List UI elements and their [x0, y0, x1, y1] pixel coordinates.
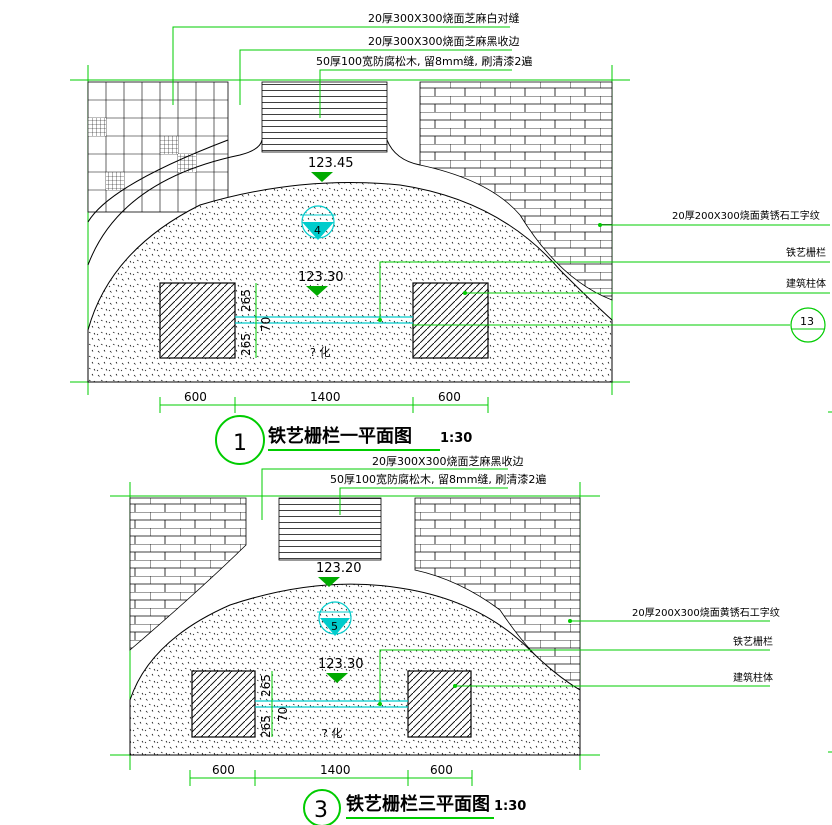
plan1-detail-mark-number: 13	[800, 315, 814, 328]
plan3-leader-dot	[568, 619, 572, 623]
plan1-column-left	[159, 282, 236, 359]
plan1-label-brick: 20厚200X300烧面黄锈石工字纹	[672, 209, 820, 222]
plan3-vdim-bot: 265	[259, 715, 273, 738]
plan1-note: ? 化	[310, 345, 330, 359]
plan3-label-wood: 50厚100宽防腐松木, 留8mm缝, 刷清漆2遍	[330, 472, 546, 486]
plan1-title-bubble	[215, 415, 265, 465]
plan3-column-left	[191, 670, 256, 738]
plan3-vdim-mid: 70	[276, 707, 290, 722]
plan3-dim-right: 600	[430, 763, 453, 777]
plan3-elevation-lower: 123.30	[318, 657, 364, 672]
plan3-title-number: 3	[314, 798, 328, 823]
plan3-section-mark-number: 5	[331, 620, 338, 633]
plan1-leader-wood	[319, 69, 512, 118]
plan3-leader-dot	[453, 684, 457, 688]
plan3-elevation-marker-lower	[326, 673, 348, 683]
plan1-vdim-bot: 265	[239, 333, 253, 356]
plan1-label-railing: 铁艺栅栏	[786, 246, 826, 259]
plan1-edge-band	[87, 139, 229, 223]
plan3-leader-railing	[379, 649, 770, 704]
plan3-leader-dot	[378, 702, 382, 706]
plan1-wood-deck	[261, 81, 388, 153]
plan1-label-column: 建筑柱体	[786, 277, 826, 290]
plan1-checker-cell	[160, 136, 178, 154]
plan1-column-right	[412, 282, 489, 359]
plan3-label-brick: 20厚200X300烧面黄锈石工字纹	[632, 606, 780, 619]
plan3-leader-edge	[261, 468, 508, 520]
plan3-scale: 1:30	[494, 799, 526, 814]
plan1-edge-band	[87, 139, 263, 266]
plan1-dim-mid: 1400	[310, 390, 341, 404]
plan3-leader-wood	[339, 487, 508, 515]
plan1-label-tile: 20厚300X300烧面芝麻白对缝	[368, 11, 520, 25]
plan3-vdim-top: 265	[259, 674, 273, 697]
plan3-column-right	[407, 670, 472, 738]
plan1-title: 铁艺栅栏一平面图	[268, 425, 412, 447]
plan3-dim-mid: 1400	[320, 763, 351, 777]
plan1-elevation-upper: 123.45	[308, 156, 354, 171]
plan1-section-mark-arrow	[302, 222, 334, 240]
plan1-leader-edge	[239, 49, 512, 105]
plan1-elevation-marker-lower	[306, 286, 328, 296]
plan3-brick-left	[129, 497, 247, 651]
plan1-leader-dot	[598, 223, 602, 227]
plan1-leader-tile	[172, 26, 510, 105]
plan3-title-bubble	[303, 789, 341, 825]
plan3-label-edge: 20厚300X300烧面芝麻黑收边	[372, 454, 524, 468]
plan-1: 265 70 265 123.45 123.30 4 ? 化 600 1400 …	[70, 11, 830, 465]
plan1-brick-area	[419, 81, 613, 301]
plan1-title-number: 1	[233, 431, 247, 456]
plan1-label-wood: 50厚100宽防腐松木, 留8mm缝, 刷清漆2遍	[316, 54, 532, 68]
plan1-leader-dot	[378, 318, 382, 322]
plan1-leader-dot	[463, 291, 467, 295]
plan1-dim-right: 600	[438, 390, 461, 404]
plan1-section-mark-number: 4	[314, 224, 321, 237]
plan3-title: 铁艺栅栏三平面图	[346, 793, 490, 815]
plan1-checker-cell	[106, 172, 124, 190]
plan1-label-edge: 20厚300X300烧面芝麻黑收边	[368, 34, 520, 48]
plan1-dim-left: 600	[184, 390, 207, 404]
plan1-elevation-lower: 123.30	[298, 270, 344, 285]
plan1-edge-band	[386, 139, 421, 166]
plan1-checker-cell	[88, 118, 106, 136]
plan3-wood-deck	[278, 497, 382, 561]
plan3-label-railing: 铁艺栅栏	[733, 635, 773, 648]
plan3-section-mark-arrow	[320, 618, 350, 636]
plan1-checker-tile	[87, 81, 229, 213]
plan1-elevation-marker-upper	[311, 172, 333, 182]
plan1-leader-railing	[379, 261, 830, 320]
plan3-elevation-marker-upper	[318, 577, 340, 587]
plan1-vdim-mid: 70	[259, 317, 273, 332]
plan1-vdim-top: 265	[239, 289, 253, 312]
plan3-dim-left: 600	[212, 763, 235, 777]
plan1-scale: 1:30	[440, 431, 472, 446]
plan1-detail-mark	[790, 307, 826, 343]
plan3-label-column: 建筑柱体	[733, 671, 773, 684]
plan3-elevation-upper: 123.20	[316, 561, 362, 576]
plan3-note: ? 化	[322, 726, 342, 740]
plan-3: 265 70 265 123.20 123.30 5 ? 化 600 1400 …	[110, 454, 780, 825]
